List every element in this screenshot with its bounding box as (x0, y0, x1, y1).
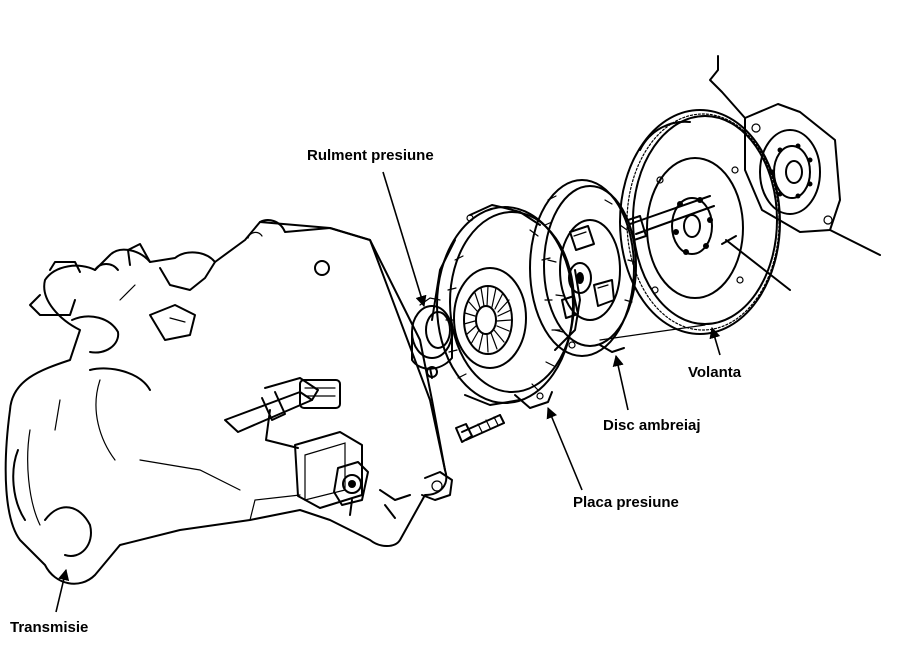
leader-lines (55, 171, 721, 613)
flywheel (599, 109, 791, 341)
pressure-plate-bolt (455, 414, 505, 443)
label-clutch-disc: Disc ambreiaj (603, 417, 701, 434)
pressure-plate (431, 204, 581, 409)
label-pressure-plate: Placa presiune (573, 494, 679, 511)
transmission-housing (4, 219, 453, 585)
label-transmission: Transmisie (10, 619, 89, 636)
clutch-disc (529, 179, 637, 357)
label-release-bearing: Rulment presiune (307, 147, 434, 164)
label-flywheel: Volanta (688, 364, 742, 381)
release-fork-assembly (224, 377, 369, 516)
engine-flange (709, 55, 881, 256)
